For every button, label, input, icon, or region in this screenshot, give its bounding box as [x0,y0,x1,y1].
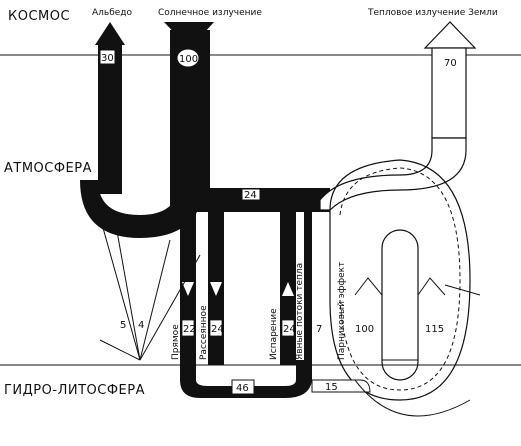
value-surface-ir: 15 [325,382,338,393]
label-thermal-radiation: Тепловое излучение Земли [367,8,498,18]
greenhouse-loop [319,137,467,211]
value-albedo: 30 [101,53,114,64]
albedo-arrow: 30 [95,22,125,194]
value-loop-115: 115 [425,324,444,335]
label-evaporation: Испарение [269,308,279,360]
greenhouse-oval-dashed [339,167,461,391]
zone-label-hydro-lithosphere: ГИДРО-ЛИТОСФЕРА [4,383,145,398]
label-scattered: Рассеянное [199,305,209,360]
greenhouse-inner-rect [381,229,419,381]
value-direct: 22 [183,324,196,335]
value-reflect-5: 5 [120,320,126,331]
surface-reflection-lines [97,209,201,361]
value-atmos-absorb: 24 [244,190,257,201]
zone-label-atmosphere: АТМОСФЕРА [4,161,92,176]
value-greenhouse-100: 100 [355,324,374,335]
solar-inflow: 100 [164,22,214,190]
label-greenhouse: Парниковый эффект [337,262,347,360]
value-reflect-4: 4 [138,320,144,331]
label-solar-radiation: Солнечное излучение [158,8,262,18]
sensible-heat-flow [304,205,312,365]
value-thermal-out: 70 [444,58,457,69]
albedo-solar-bend [80,180,205,238]
thermal-arrow [423,21,477,139]
label-direct: Прямое [171,324,181,360]
surface-ir-flow [311,379,371,393]
value-solar: 100 [179,54,198,65]
value-scattered: 24 [211,324,224,335]
surface-pool [180,360,312,398]
value-sensible-heat: 7 [316,324,322,335]
label-sensible-heat: Явные потоки тепла [295,263,305,360]
zone-label-space: КОСМОС [8,9,70,24]
value-evaporation: 24 [283,324,296,335]
label-albedo: Альбедо [92,8,133,18]
value-surface-total: 46 [236,383,249,394]
